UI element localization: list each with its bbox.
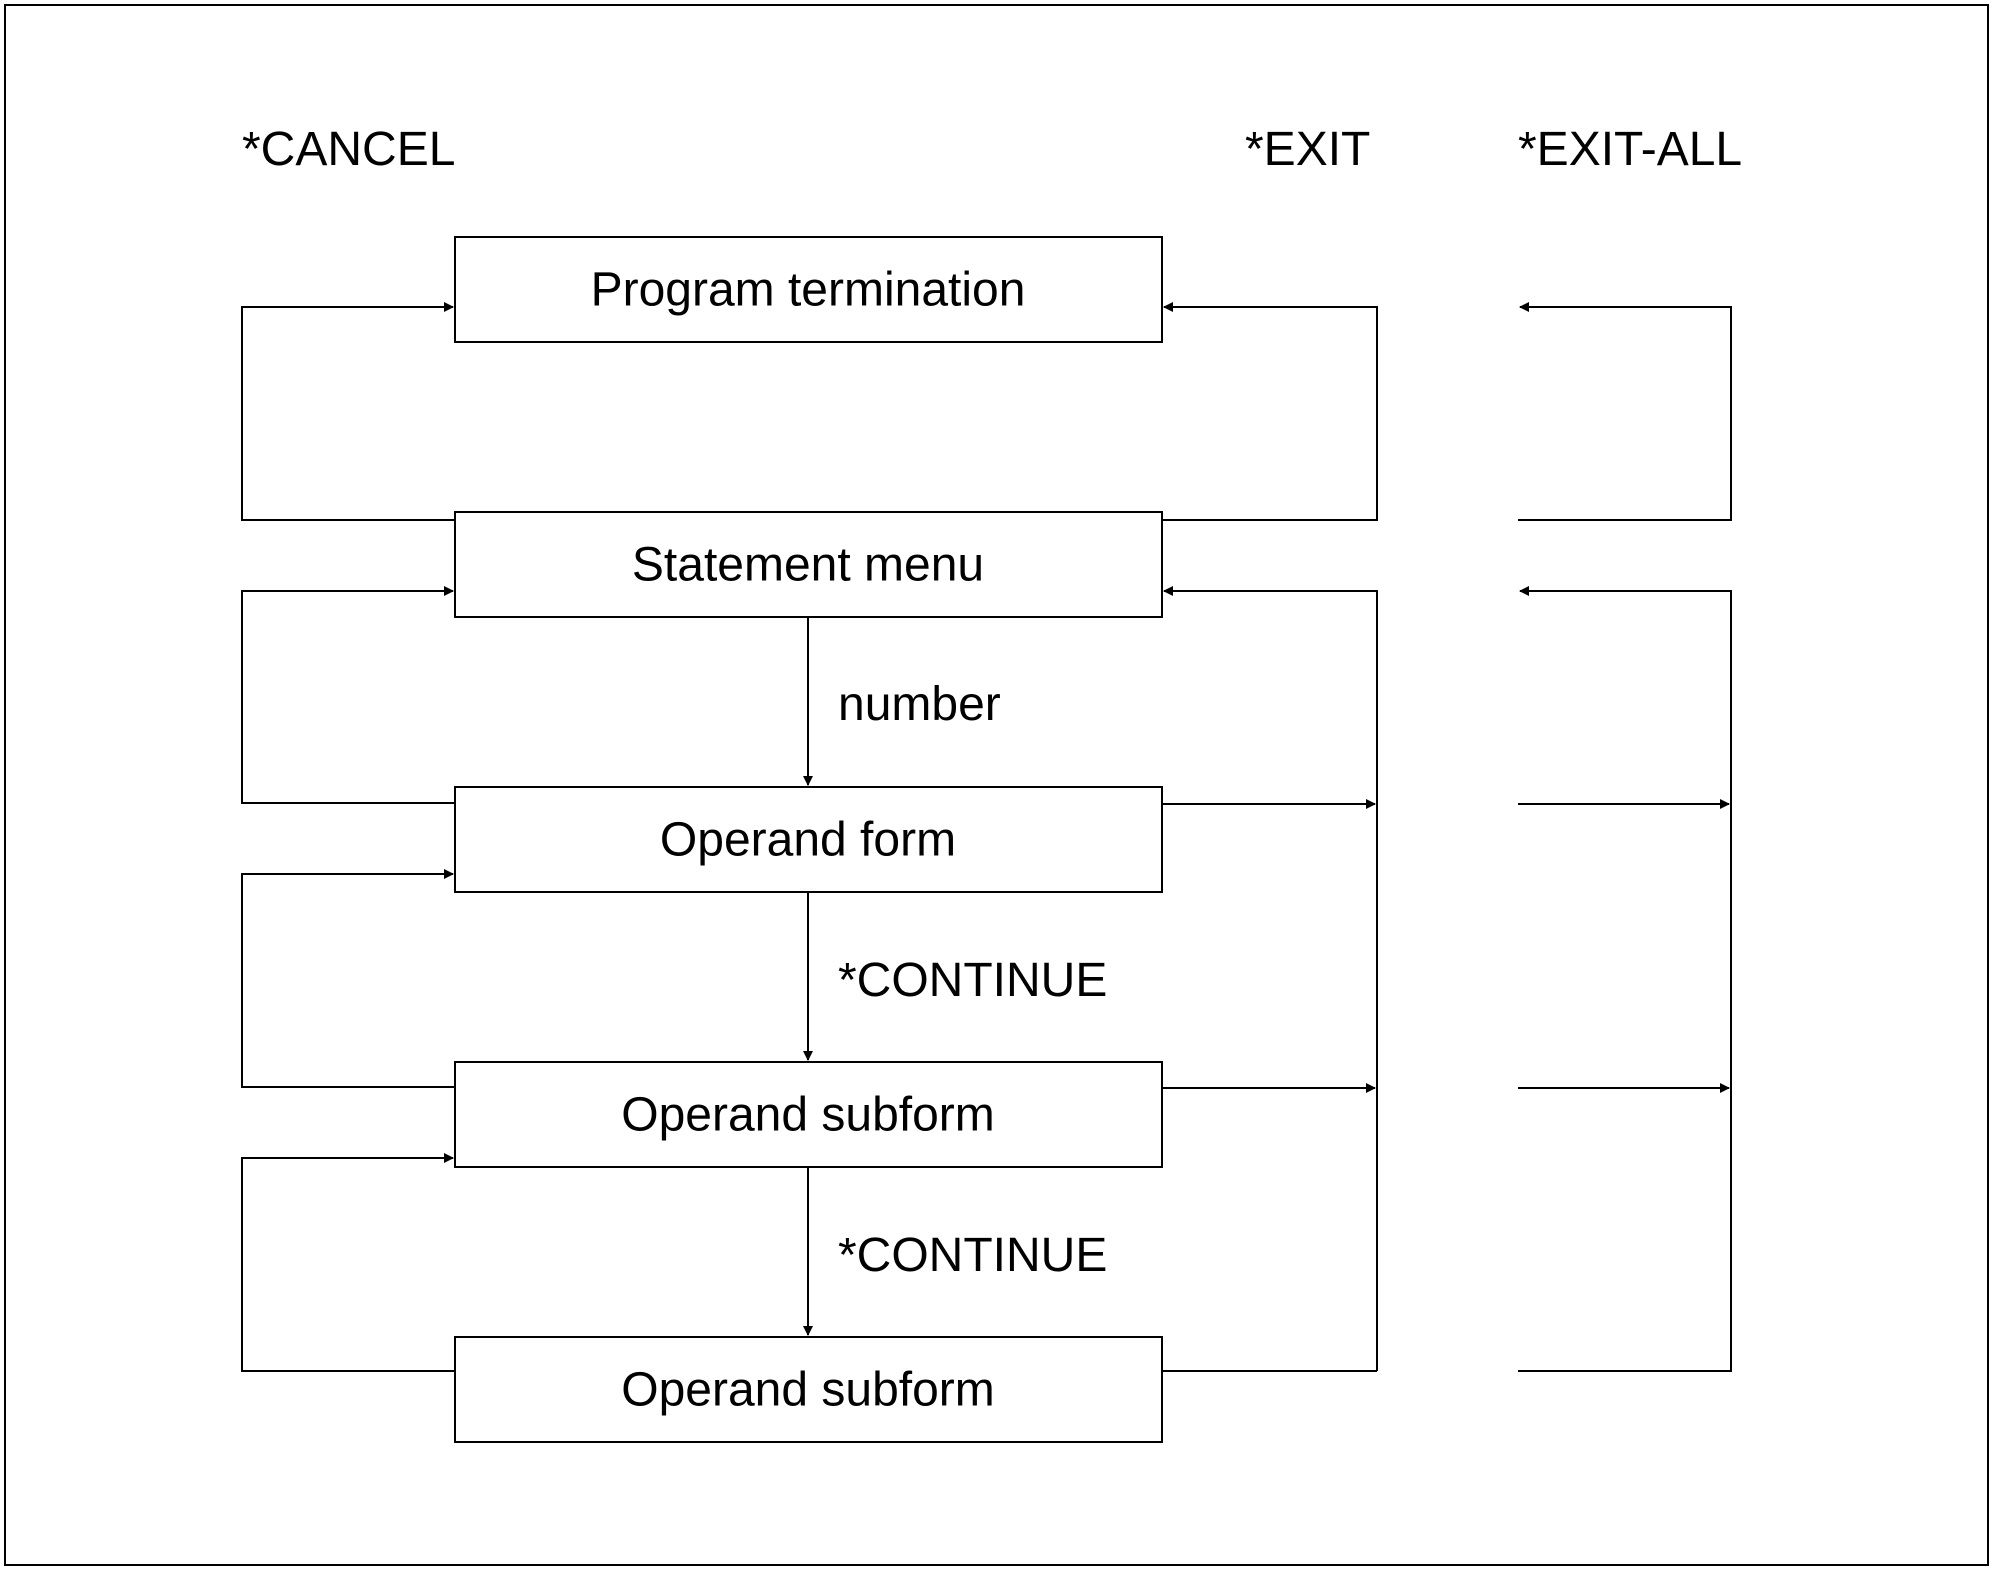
- transition-label-continue-2: *CONTINUE: [838, 1229, 1107, 1282]
- box-label: Statement menu: [632, 539, 984, 592]
- box-operand-subform-2: Operand subform: [454, 1336, 1163, 1443]
- box-label: Operand subform: [621, 1364, 995, 1417]
- box-operand-form: Operand form: [454, 786, 1163, 893]
- exit-all-upper-loop: [1518, 302, 1732, 521]
- box-label: Operand form: [660, 814, 956, 867]
- transition-label-number: number: [838, 678, 1001, 731]
- cancel-header: *CANCEL: [242, 123, 455, 176]
- cancel-loop-form-to-menu: [241, 586, 455, 804]
- transition-label-continue-1: *CONTINUE: [838, 954, 1107, 1007]
- exit-bus-to-menu: [1163, 586, 1378, 1371]
- box-program-termination: Program termination: [454, 236, 1163, 343]
- exit-menu-to-termination: [1162, 302, 1378, 521]
- exit-all-bus: [1518, 586, 1732, 1372]
- box-statement-menu: Statement menu: [454, 511, 1163, 618]
- exit-header: *EXIT: [1245, 123, 1370, 176]
- cancel-loop-menu-to-termination: [241, 302, 455, 521]
- cancel-loop-subform-2-to-subform-1: [241, 1153, 455, 1372]
- exit-all-header: *EXIT-ALL: [1518, 123, 1742, 176]
- box-label: Operand subform: [621, 1089, 995, 1142]
- cancel-loop-subform-1-to-form: [241, 869, 455, 1088]
- box-operand-subform-1: Operand subform: [454, 1061, 1163, 1168]
- box-label: Program termination: [591, 264, 1026, 317]
